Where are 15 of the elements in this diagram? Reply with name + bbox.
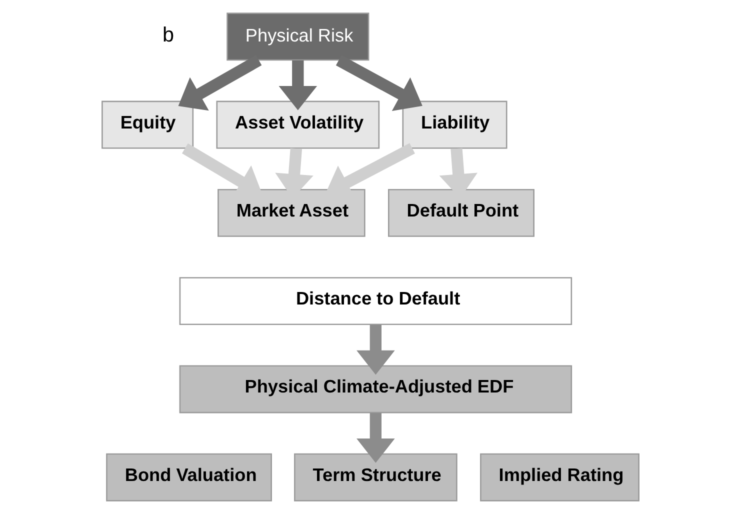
node-box: Liability xyxy=(402,100,507,149)
node-box: Distance to Default xyxy=(178,277,572,326)
label: b xyxy=(162,24,174,47)
node-box: Physical Risk xyxy=(226,12,369,61)
arrow xyxy=(278,60,317,110)
node-box: Physical Climate-Adjusted EDF xyxy=(178,365,572,414)
node-box: Market Asset xyxy=(217,188,365,237)
node-box: Asset Volatility xyxy=(216,100,380,149)
node-box: Default Point xyxy=(388,188,534,237)
node-box: Term Structure xyxy=(294,453,457,502)
node-box: Equity xyxy=(101,100,194,149)
node-box: Implied Rating xyxy=(480,453,639,502)
arrow xyxy=(356,324,394,375)
node-box: Bond Valuation xyxy=(106,453,272,502)
arrow xyxy=(356,412,394,463)
